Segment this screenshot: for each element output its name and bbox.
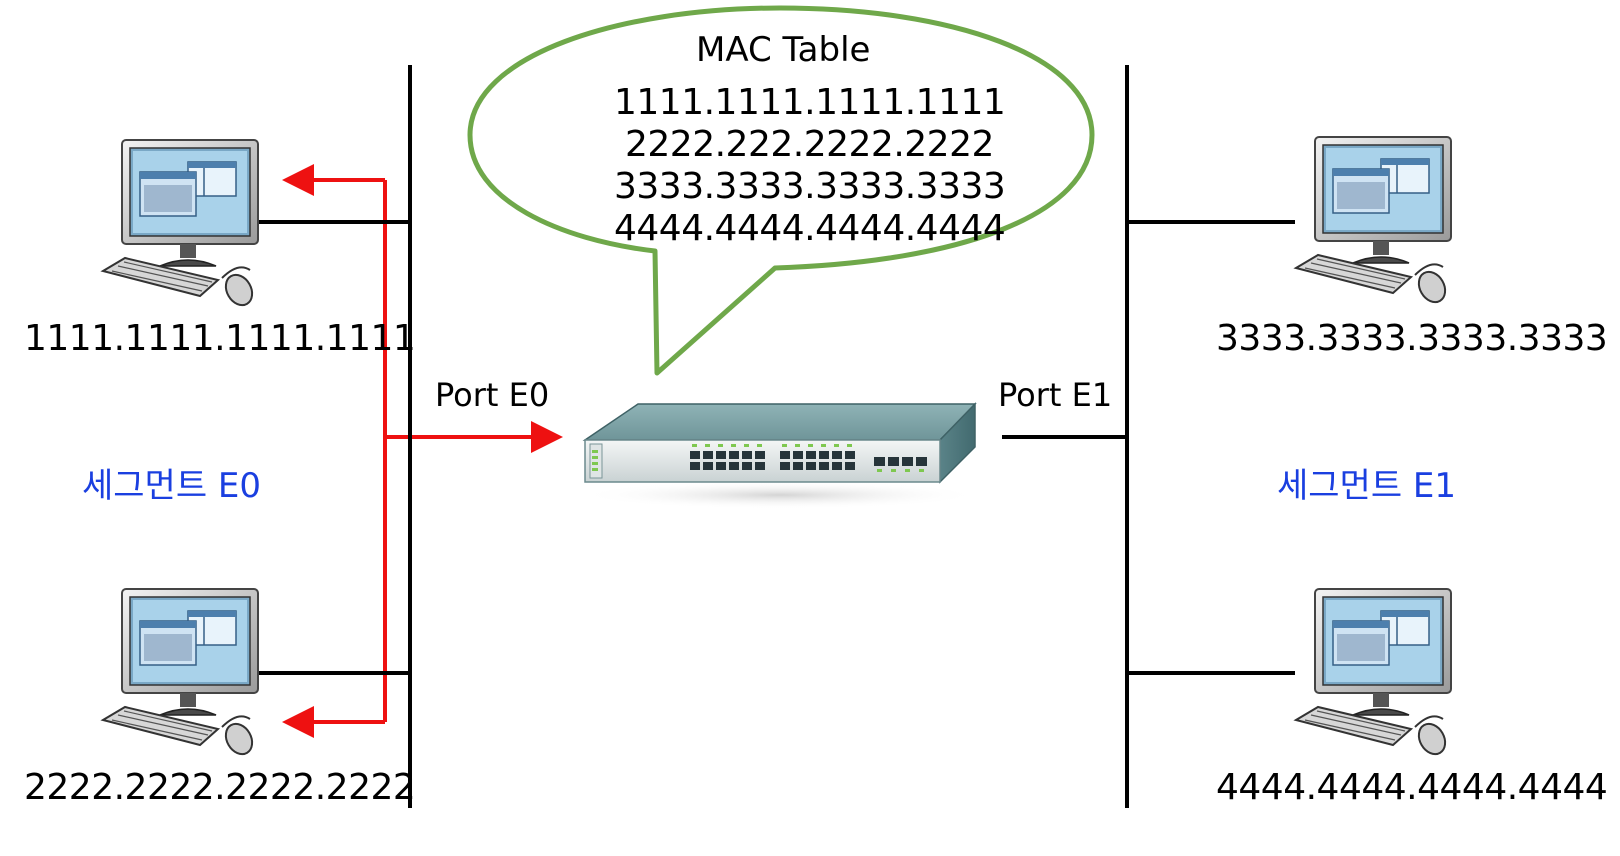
switch-port (690, 462, 700, 470)
switch-port (729, 451, 739, 459)
switch-port (755, 451, 765, 459)
switch-port (793, 462, 803, 470)
mac-table-bubble (467, 5, 1095, 376)
port-led (795, 444, 800, 447)
uplink-port (874, 457, 885, 466)
port-led (891, 469, 896, 472)
port-led (905, 469, 910, 472)
port-led (692, 444, 697, 447)
mac-table-entry: 2222.222.2222.2222 (625, 124, 994, 165)
switch-port (845, 451, 855, 459)
switch-icon (580, 402, 980, 509)
switch-port (716, 462, 726, 470)
computer-icon (1295, 588, 1452, 760)
switch-port (716, 451, 726, 459)
switch-port (832, 462, 842, 470)
mac-table-entry: 1111.1111.1111.1111 (614, 82, 1006, 123)
computer-icon (102, 588, 259, 760)
switch-port (845, 462, 855, 470)
host-mac-label: 3333.3333.3333.3333 (1216, 318, 1608, 359)
uplink-port (916, 457, 927, 466)
uplink-port (902, 457, 913, 466)
port-led (877, 469, 882, 472)
host-mac-label: 1111.1111.1111.1111 (24, 318, 416, 359)
port-led (847, 444, 852, 447)
host-mac-label: 4444.4444.4444.4444 (1216, 767, 1608, 808)
switch-port (793, 451, 803, 459)
port-led (757, 444, 762, 447)
port-label-e1: Port E1 (998, 376, 1113, 414)
switch-port (832, 451, 842, 459)
switch-port (742, 451, 752, 459)
port-led (834, 444, 839, 447)
port-led (718, 444, 723, 447)
port-led (744, 444, 749, 447)
switch-port (703, 462, 713, 470)
port-led (919, 469, 924, 472)
host-mac-label: 2222.2222.2222.2222 (24, 767, 416, 808)
switch-port (703, 451, 713, 459)
port-led (705, 444, 710, 447)
port-led (808, 444, 813, 447)
switch-port (729, 462, 739, 470)
switch-port (819, 451, 829, 459)
port-label-e0: Port E0 (435, 376, 550, 414)
segment-label-e1: 세그먼트 E1 (1277, 466, 1457, 506)
switch-port (806, 451, 816, 459)
computer-icon (1295, 136, 1452, 308)
uplink-port (888, 457, 899, 466)
switch-port (690, 451, 700, 459)
switch-port (780, 451, 790, 459)
switch-port (742, 462, 752, 470)
flood-path (282, 164, 563, 738)
mac-table-entry: 3333.3333.3333.3333 (614, 166, 1006, 207)
computer-icon (102, 139, 259, 311)
switch-port (780, 462, 790, 470)
switch-port (819, 462, 829, 470)
mac-table-entry: 4444.4444.4444.4444 (614, 208, 1006, 249)
segment-label-e0: 세그먼트 E0 (82, 466, 262, 506)
switch-port (806, 462, 816, 470)
port-led (782, 444, 787, 447)
mac-table-title: MAC Table (696, 30, 871, 70)
port-led (821, 444, 826, 447)
switch-port (755, 462, 765, 470)
port-led (731, 444, 736, 447)
